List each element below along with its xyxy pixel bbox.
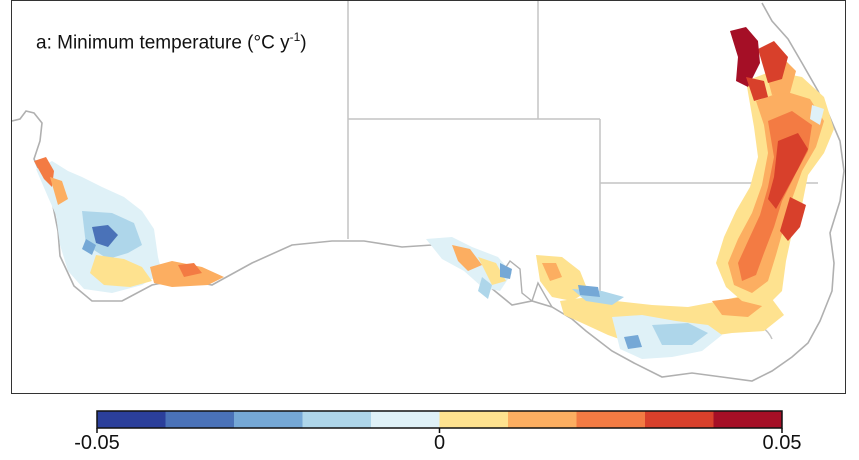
coastline bbox=[12, 2, 845, 382]
colorbar-bin-1 bbox=[165, 411, 234, 428]
map-panel bbox=[11, 0, 846, 394]
colorbar-bin-0 bbox=[97, 411, 166, 428]
colorbar-bin-4 bbox=[371, 411, 440, 428]
colorbar-tick-label: 0 bbox=[433, 432, 446, 454]
colorbar-frame bbox=[96, 410, 783, 429]
map-canvas bbox=[12, 1, 845, 382]
colorbar-bin-3 bbox=[302, 411, 371, 428]
colorbar-bin-9 bbox=[713, 411, 782, 428]
title-text: a: Minimum temperature (°C y bbox=[36, 32, 290, 54]
panel-title: a: Minimum temperature (°C y-1) bbox=[36, 30, 307, 54]
colorbar-bin-7 bbox=[576, 411, 645, 428]
colorbar-tick-label: -0.05 bbox=[74, 432, 120, 454]
colorbar-tick-label: 0.05 bbox=[762, 432, 802, 454]
title-exponent: -1 bbox=[289, 30, 301, 44]
region-southwest-wa bbox=[34, 157, 224, 293]
region-eastern-band bbox=[716, 27, 834, 307]
colorbar-bin-6 bbox=[508, 411, 577, 428]
region-south-australia bbox=[426, 237, 588, 301]
colorbar-bin-2 bbox=[234, 411, 303, 428]
colorbar-bin-5 bbox=[439, 411, 508, 428]
region-victoria bbox=[560, 285, 784, 359]
title-suffix: ) bbox=[300, 32, 307, 54]
colorbar-bin-8 bbox=[645, 411, 714, 428]
